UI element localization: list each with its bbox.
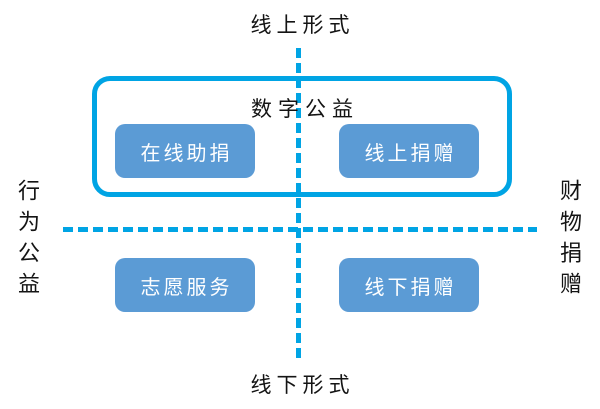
box-offline-donation: 线下捐赠 [339, 258, 479, 312]
axis-label-top: 线上形式 [250, 13, 355, 37]
box-online-donation: 线上捐赠 [339, 124, 479, 178]
digital-charity-group-outline: 数字公益 [92, 76, 512, 197]
box-online-assisted-donation: 在线助捐 [115, 124, 255, 178]
axis-label-bottom: 线下形式 [250, 373, 355, 397]
axis-label-left: 行为公益 [14, 179, 39, 303]
vertical-axis-dashed-line [296, 48, 301, 358]
group-title: 数字公益 [251, 97, 359, 121]
axis-label-right: 财物捐赠 [556, 179, 581, 303]
horizontal-axis-dashed-line [63, 227, 537, 232]
box-volunteer-service: 志愿服务 [115, 258, 255, 312]
